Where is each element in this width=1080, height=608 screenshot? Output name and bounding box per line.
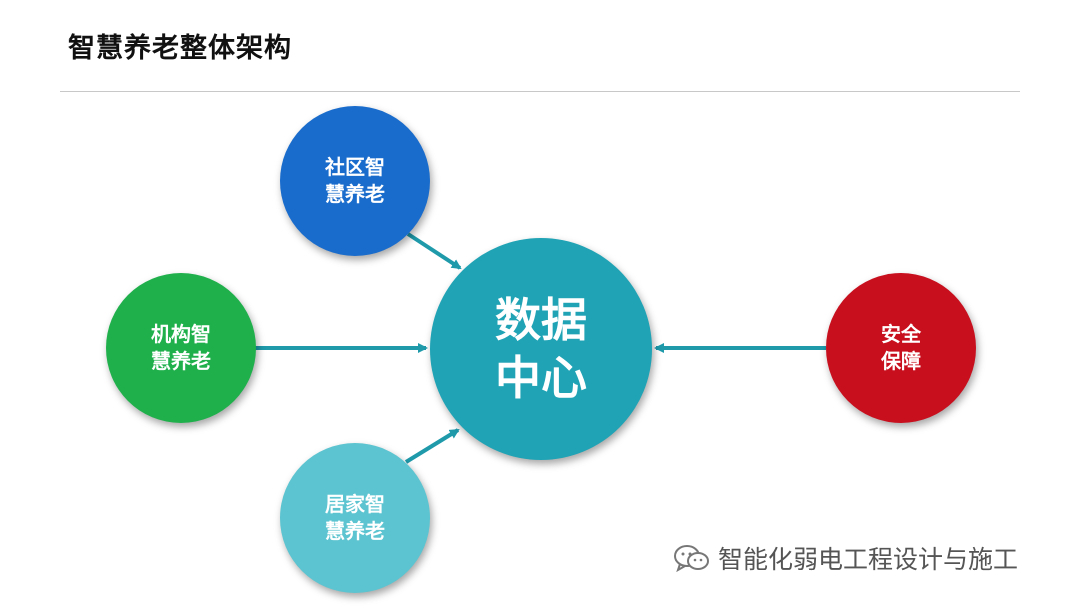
node-security-guarantee: 安全 保障 [826, 273, 976, 423]
node-center-line2: 中心 [495, 351, 587, 405]
node-data-center: 数据 中心 [430, 238, 652, 460]
node-security-line2: 保障 [881, 349, 921, 373]
node-institution-smart-elderly-care: 机构智 慧养老 [106, 273, 256, 423]
watermark-text: 智能化弱电工程设计与施工 [718, 545, 1019, 574]
node-community-line1: 社区智 [325, 155, 385, 179]
node-security-line1: 安全 [881, 322, 921, 346]
title-divider [60, 91, 1020, 92]
node-center-line1: 数据 [495, 293, 587, 347]
watermark: 智能化弱电工程设计与施工 [672, 540, 1018, 576]
node-home-line1: 居家智 [325, 492, 385, 516]
node-home-smart-elderly-care: 居家智 慧养老 [280, 443, 430, 593]
node-institution-line1: 机构智 [151, 322, 211, 346]
node-community-line2: 慧养老 [325, 182, 385, 206]
arrow-home-to-center [404, 428, 460, 464]
node-community-smart-elderly-care: 社区智 慧养老 [280, 106, 430, 256]
node-home-line2: 慧养老 [325, 519, 385, 543]
arrow-community-to-center [406, 232, 462, 270]
page-title: 智慧养老整体架构 [68, 33, 292, 64]
wechat-icon [674, 545, 709, 573]
node-institution-line2: 慧养老 [151, 349, 211, 373]
